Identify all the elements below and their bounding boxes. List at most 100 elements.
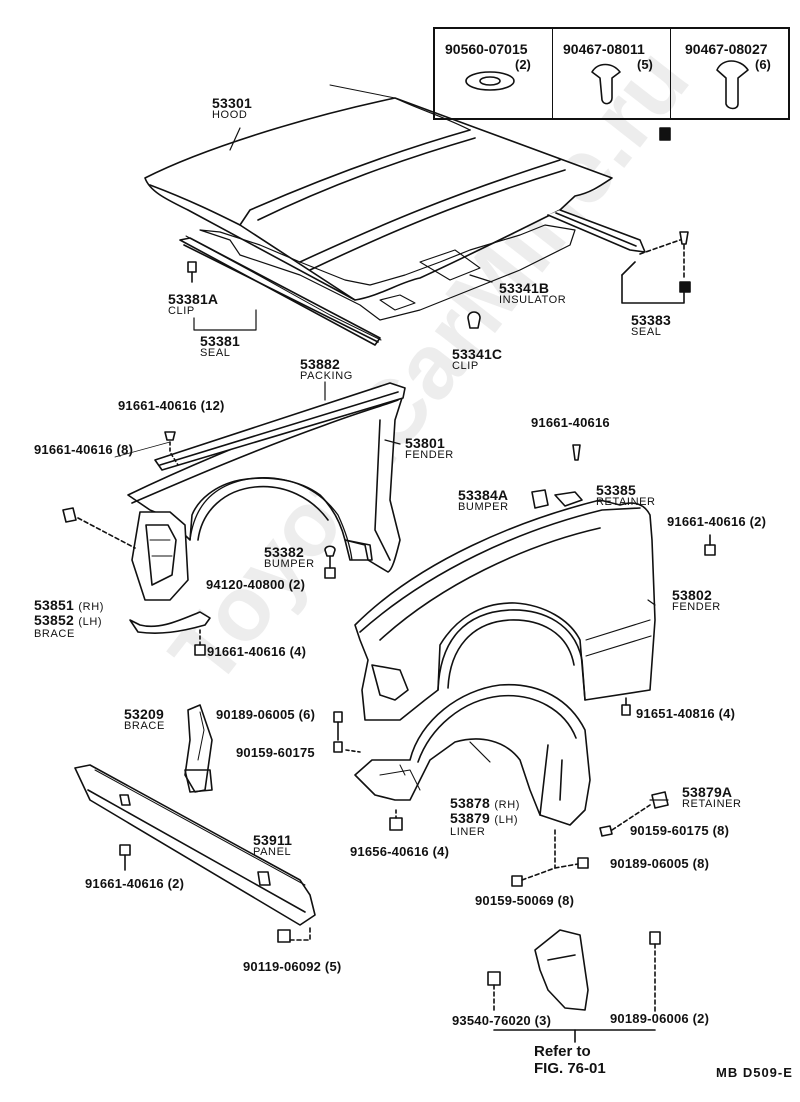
callout-clip-5: 90119-06092 (5) (243, 960, 341, 973)
part-name: SEAL (631, 326, 662, 338)
callout-liner-53879: 53879 (LH) LINER (450, 811, 518, 838)
callout-bolt-4b: 91656-40616 (4) (350, 845, 449, 858)
packing-drawing (154, 382, 406, 471)
callout-bolt-8: 91661-40616 (8) (34, 443, 133, 456)
refer-line2: FIG. 76-01 (534, 1060, 606, 1078)
callout-packing: 53882 PACKING (300, 357, 353, 382)
part-name: BUMPER (264, 558, 315, 570)
part-number: 91656-40616 (4) (350, 844, 450, 859)
legend-part-number: 90560-07015 (445, 41, 528, 57)
part-name: PANEL (253, 846, 292, 858)
part-number: 53341B (499, 280, 550, 296)
fender-rh-drawing (127, 387, 403, 601)
part-name: INSULATOR (499, 294, 567, 306)
callout-fender-53801: 53801 FENDER (405, 436, 454, 461)
legend-box: 90560-07015 (2) 90467-08011 (5) 90467-08… (433, 27, 790, 120)
part-name: FENDER (672, 601, 721, 613)
part-number: 53879A (682, 784, 733, 800)
part-side: (LH) (494, 814, 519, 826)
callout-nut-2: 94120-40800 (2) (206, 578, 305, 591)
rh-fasteners-drawing (62, 431, 716, 656)
callout-bumper-53384a: 53384A BUMPER (458, 488, 509, 513)
callout-bolt-2: 91661-40616 (2) (667, 515, 766, 528)
part-number: 53383 (631, 312, 671, 328)
callout-insulator: 53341B INSULATOR (499, 281, 566, 306)
legend-parts-drawing (465, 60, 749, 141)
hood-clips-drawing (187, 231, 691, 329)
part-number: 91651-40816 (4) (636, 706, 736, 721)
part-number: 90119-06092 (5) (243, 959, 342, 974)
callout-screw-3: 93540-76020 (3) (452, 1014, 551, 1027)
callout-clip-8: 90189-06005 (8) (610, 857, 709, 870)
part-number: 53385 (596, 482, 636, 498)
legend-quantity: (2) (515, 57, 531, 72)
part-number: 53801 (405, 435, 445, 451)
callout-screw-8: 90159-60175 (8) (630, 824, 729, 837)
part-number: 91661-40616 (12) (118, 398, 225, 413)
liner-drawing (354, 683, 591, 826)
part-name: HOOD (212, 109, 248, 121)
part-number: 91661-40616 (2) (85, 876, 185, 891)
callout-clip-2: 90189-06006 (2) (610, 1012, 709, 1025)
callout-fender-53802: 53802 FENDER (672, 588, 721, 613)
callout-seal-53381: 53381 SEAL (200, 334, 240, 359)
part-number: 90189-06005 (8) (610, 856, 710, 871)
diagram-code: MB D509-E (716, 1065, 793, 1080)
fender-lh-drawing (354, 499, 656, 721)
part-name: RETAINER (596, 496, 656, 508)
hood-drawing (144, 84, 646, 321)
part-number: 91661-40616 (531, 415, 610, 430)
callout-bolt-single: 91661-40616 (531, 416, 610, 429)
part-name: SEAL (200, 347, 231, 359)
callout-panel: 53911 PANEL (253, 833, 292, 858)
part-number: 53879 (450, 810, 490, 826)
part-number: 94120-40800 (2) (206, 577, 306, 592)
callout-clip-53381a: 53381A CLIP (168, 292, 218, 317)
part-number: 53341C (452, 346, 503, 362)
part-number: 53882 (300, 356, 340, 372)
part-number: 53301 (212, 95, 252, 111)
part-number: 91661-40616 (4) (207, 644, 307, 659)
part-number: 53878 (450, 795, 490, 811)
part-name: RETAINER (682, 798, 742, 810)
callout-bolt-4: 91661-40616 (4) (207, 645, 306, 658)
part-number: 93540-76020 (3) (452, 1013, 552, 1028)
leader-lines (114, 127, 669, 801)
part-number: 53382 (264, 544, 304, 560)
part-number: 53209 (124, 706, 164, 722)
part-number: 91661-40616 (2) (667, 514, 767, 529)
part-number: 90159-60175 (236, 745, 315, 760)
callout-bolt-2b: 91661-40616 (2) (85, 877, 184, 890)
callout-retainer-53385: 53385 RETAINER (596, 483, 656, 508)
part-number: 53381A (168, 291, 219, 307)
part-name: BRACE (124, 720, 165, 732)
legend-cell: 90467-08011 (5) (553, 29, 671, 118)
part-number: 91661-40616 (8) (34, 442, 134, 457)
part-number: 53852 (34, 612, 74, 628)
refer-line1: Refer to (534, 1043, 591, 1060)
refer-note: Refer to FIG. 76-01 (534, 1043, 606, 1078)
mudflap-drawing (487, 929, 661, 1043)
legend-cell: 90560-07015 (2) (435, 29, 553, 118)
part-side: (LH) (78, 616, 103, 628)
part-name: BRACE (34, 628, 75, 640)
part-side: (RH) (494, 799, 521, 811)
part-number: 53384A (458, 487, 509, 503)
legend-cell: 90467-08027 (6) (671, 29, 788, 118)
callout-screw-50069: 90159-50069 (8) (475, 894, 574, 907)
callout-bumper-53382: 53382 BUMPER (264, 545, 315, 570)
lh-fasteners-drawing (333, 697, 669, 887)
callout-clip-53341c: 53341C CLIP (452, 347, 502, 372)
callout-screw-4: 91651-40816 (4) (636, 707, 735, 720)
part-name: BUMPER (458, 501, 509, 513)
part-name: CLIP (452, 360, 479, 372)
panel-drawing (74, 764, 316, 943)
part-side: (RH) (78, 601, 105, 613)
part-number: 90159-50069 (8) (475, 893, 575, 908)
callout-bolt-12: 91661-40616 (12) (118, 399, 225, 412)
legend-part-number: 90467-08027 (685, 41, 768, 57)
callout-hood: 53301 HOOD (212, 96, 252, 121)
part-number: 90159-60175 (8) (630, 823, 730, 838)
